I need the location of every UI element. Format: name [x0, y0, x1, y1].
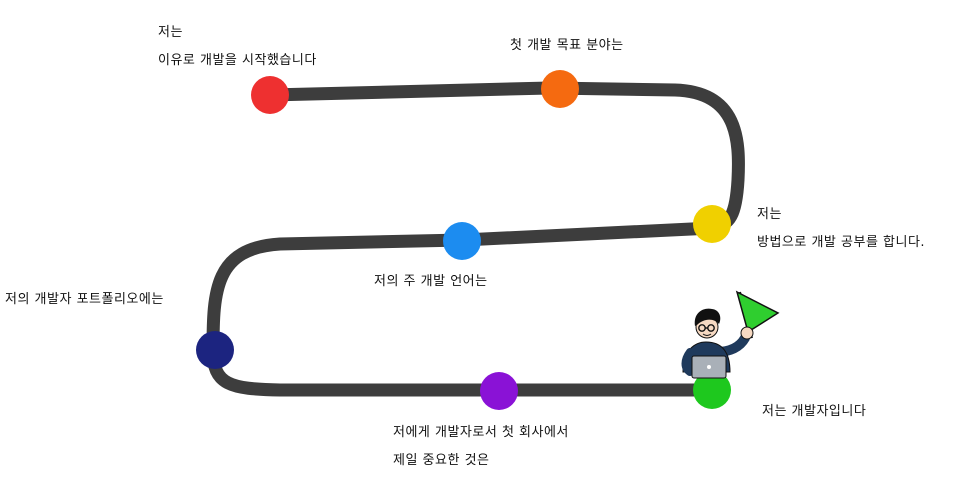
milestone-label-green: 저는 개발자입니다 [762, 403, 866, 421]
flag-icon [735, 290, 780, 334]
left-arm [681, 348, 694, 376]
milestone-dot-yellow[interactable] [693, 205, 731, 243]
raised-hand [740, 326, 754, 340]
milestone-label-line: 저의 주 개발 언어는 [374, 274, 488, 289]
milestone-label-navy: 저의 개발자 포트폴리오에는 [5, 291, 164, 309]
milestone-label-line: 저에게 개발자로서 첫 회사에서 [393, 425, 569, 440]
milestone-label-line: 저는 [158, 25, 183, 40]
road-path [206, 81, 745, 397]
milestone-label-line: 저는 개발자입니다 [762, 404, 867, 419]
milestone-dot-purple[interactable] [480, 372, 518, 410]
milestone-label-orange: 첫 개발 목표 분야는 [510, 37, 624, 55]
smile [702, 333, 712, 336]
milestone-dot-blue[interactable] [443, 222, 481, 260]
glasses-icon [698, 324, 715, 332]
milestone-dot-navy[interactable] [196, 331, 234, 369]
laptop-logo [707, 365, 711, 369]
milestone-label-yellow: 저는 방법으로 개발 공부를 합니다. [757, 206, 925, 252]
milestone-label-line: 제일 중요한 것은 [393, 453, 490, 468]
milestone-label-line: 이유로 개발을 시작했습니다 [158, 53, 317, 68]
milestone-label-line: 첫 개발 목표 분야는 [510, 38, 624, 53]
developer-hair [694, 308, 721, 326]
milestone-label-line: 저는 [757, 207, 782, 222]
milestone-dot-red[interactable] [251, 76, 289, 114]
milestone-label-purple: 저에게 개발자로서 첫 회사에서 제일 중요한 것은 [393, 424, 569, 470]
milestone-dot-green[interactable] [693, 371, 731, 409]
milestone-label-red: 저는 이유로 개발을 시작했습니다 [158, 24, 317, 70]
milestone-dot-orange[interactable] [541, 70, 579, 108]
milestone-label-line: 저의 개발자 포트폴리오에는 [5, 292, 164, 307]
milestone-label-line: 방법으로 개발 공부를 합니다. [757, 235, 926, 250]
milestone-label-blue: 저의 주 개발 언어는 [374, 273, 488, 291]
developer-with-flag-icon [681, 290, 780, 379]
